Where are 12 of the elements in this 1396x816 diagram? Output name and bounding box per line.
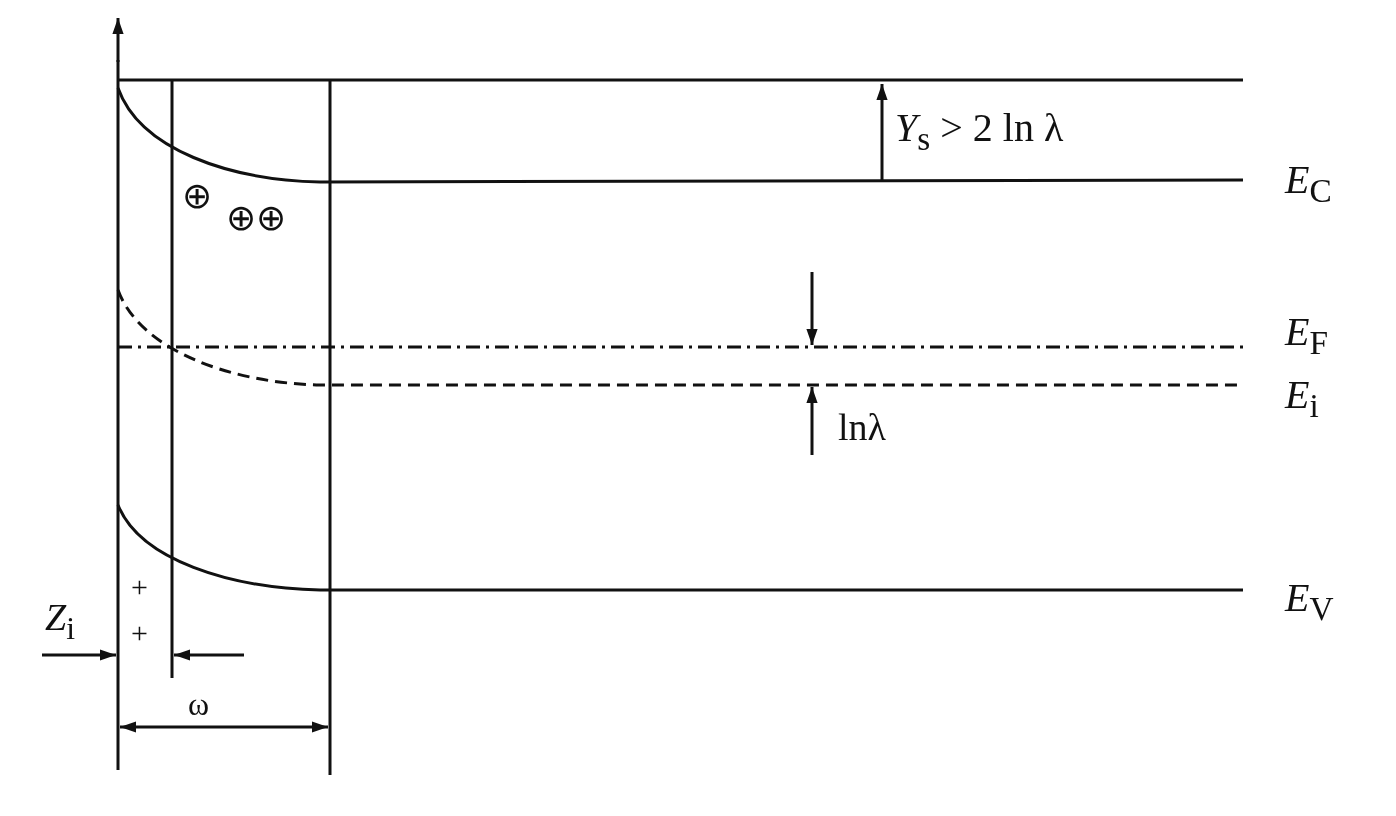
energy-level-label: E$_{V}$ xyxy=(1285,578,1334,626)
charge-symbol: ⊕⊕ xyxy=(226,200,286,236)
charge-symbol: + xyxy=(131,572,148,602)
energy-level-label: E$_{F}$ xyxy=(1285,312,1328,360)
energy-level-label: E$_{C}$ xyxy=(1285,160,1332,208)
formula-label: lnλ xyxy=(838,408,886,446)
charge-symbol: + xyxy=(131,618,148,648)
dimension-label: ω xyxy=(188,688,210,720)
energy-level-label: E$_{i}$ xyxy=(1285,375,1319,423)
dimension-label: Z$_{i}$ xyxy=(45,598,75,645)
charge-symbol: ⊕ xyxy=(182,178,212,214)
formula-label: Y$_{s}$ > 2 ln λ xyxy=(895,108,1064,156)
